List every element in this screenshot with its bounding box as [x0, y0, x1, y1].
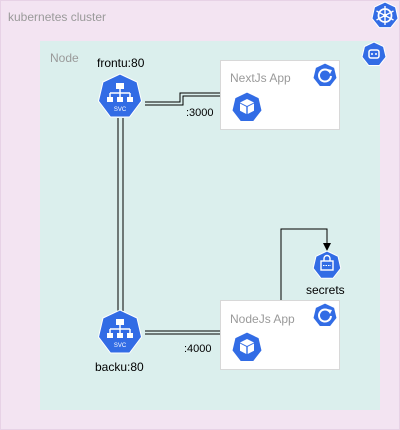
kubernetes-icon [371, 1, 399, 29]
nodejs-pod-icon [231, 331, 263, 362]
node-label: Node [50, 51, 79, 65]
secret-icon[interactable] [312, 250, 342, 280]
secrets-label: secrets [306, 283, 345, 297]
nextjs-deployment-icon [312, 62, 338, 87]
nextjs-port-label: :3000 [186, 107, 214, 119]
frontend-svc-badge: SVC [114, 107, 127, 113]
backend-svc-badge: SVC [114, 343, 127, 349]
nodejs-port-label: :4000 [184, 343, 212, 355]
nodejs-app-label: NodeJs App [230, 312, 295, 326]
nextjs-pod-icon [231, 91, 263, 122]
nodejs-deployment-icon [312, 302, 338, 327]
nextjs-app-label: NextJs App [230, 71, 291, 85]
frontend-service-icon[interactable]: SVC [96, 72, 144, 120]
cluster-label: kubernetes cluster [8, 10, 107, 24]
node-icon [361, 41, 387, 66]
backend-service-label: backu:80 [95, 360, 144, 374]
frontend-service-label: frontu:80 [97, 56, 145, 70]
backend-service-icon[interactable]: SVC [96, 308, 144, 356]
